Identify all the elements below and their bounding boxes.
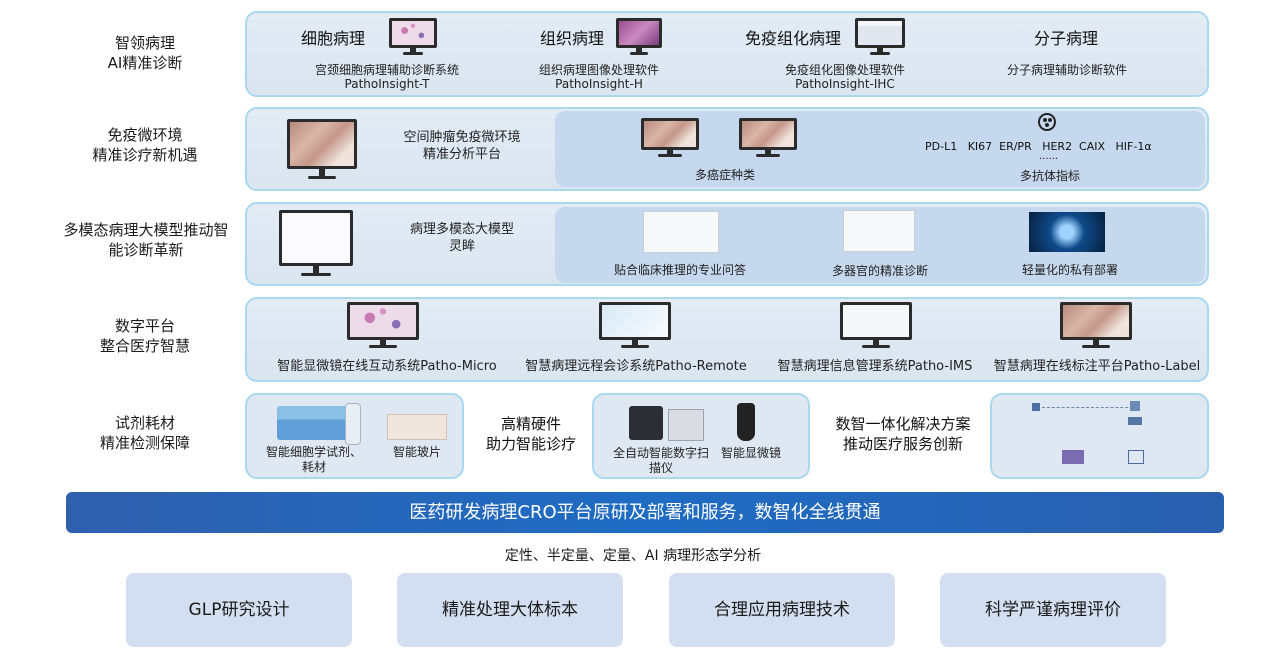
hardware-heading: 高精硬件 助力智能诊疗	[471, 414, 591, 454]
panel-solution-flow	[990, 393, 1209, 479]
tissue-monitor-icon	[641, 118, 699, 158]
scanner-label: 全自动智能数字扫 描仪	[606, 446, 716, 476]
feature-label: 多器官的精准诊断	[831, 264, 928, 278]
row-label-line: 精准诊疗新机遇	[92, 146, 198, 164]
platform-monitor-icon	[287, 119, 357, 183]
panel-digital-platform: 智能显微镜在线互动系统Patho-Micro 智慧病理远程会诊系统Patho-R…	[245, 297, 1209, 382]
flow-node-icon	[1128, 450, 1144, 464]
flow-node-icon	[1032, 403, 1040, 411]
subpanel-cancer-antibody: 多癌症种类 PD-L1 KI67 ER/PR HER2 CAIX HIF-1α …	[555, 111, 1205, 187]
product-title: 细胞病理	[301, 29, 366, 48]
scanner-label-line: 描仪	[648, 461, 673, 475]
solution-heading: 数智一体化解决方案 推动医疗服务创新	[818, 414, 988, 454]
microscope-label: 智能显微镜	[720, 446, 781, 460]
reagents-label: 智能细胞学试剂、 耗材	[249, 445, 379, 475]
platform-title-line: 空间肿瘤免疫微环境	[403, 130, 521, 145]
micro-monitor-icon	[347, 302, 419, 348]
product-name: PathoInsight-IHC	[795, 77, 895, 91]
panel-reagents: 智能细胞学试剂、 耗材 智能玻片	[245, 393, 464, 479]
histology-monitor-icon	[616, 18, 662, 56]
platform-title: 空间肿瘤免疫微环境 精准分析平台	[387, 129, 537, 163]
product-name: PathoInsight-H	[555, 77, 643, 91]
slide-box-icon	[387, 414, 447, 440]
label-monitor-icon	[1060, 302, 1132, 348]
analysis-subtitle: 定性、半定量、定量、AI 病理形态学分析	[504, 548, 762, 564]
row-label-digital-platform: 数字平台 整合医疗智慧	[50, 316, 240, 356]
qa-screenshot-icon	[643, 211, 719, 253]
scanner-icon	[629, 406, 663, 440]
system-label: 智慧病理信息管理系统Patho-IMS	[777, 359, 973, 374]
pillar-evaluation: 科学严谨病理评价	[940, 573, 1166, 647]
row-label-line: 精准检测保障	[99, 434, 190, 452]
product-title: 分子病理	[1034, 29, 1099, 48]
panel-hardware: 全自动智能数字扫 描仪 智能显微镜	[592, 393, 810, 479]
scanner-body-icon	[668, 409, 704, 441]
diagnosis-screenshot-icon	[843, 210, 915, 252]
ims-monitor-icon	[840, 302, 912, 348]
remote-monitor-icon	[599, 302, 671, 348]
marker-list: PD-L1 KI67 ER/PR HER2 CAIX HIF-1α	[925, 140, 1152, 153]
row-label-line: 免疫微环境	[107, 126, 183, 144]
product-title: 免疫组化病理	[745, 29, 842, 48]
pillar-glp: GLP研究设计	[126, 573, 352, 647]
model-title-line: 病理多模态大模型	[409, 222, 514, 237]
flow-node-icon	[1130, 401, 1140, 411]
antibody-label: 多抗体指标	[1019, 169, 1080, 183]
system-label: 智慧病理在线标注平台Patho-Label	[993, 359, 1201, 374]
deployment-tech-icon	[1029, 212, 1105, 252]
reagents-label-line: 智能细胞学试剂、	[265, 445, 362, 459]
row-label-line: 智领病理	[114, 34, 175, 52]
system-label: 智慧病理远程会诊系统Patho-Remote	[525, 359, 747, 374]
pillar-technique: 合理应用病理技术	[669, 573, 895, 647]
cro-banner: 医药研发病理CRO平台原研及部署和服务，数智化全线贯通	[66, 492, 1224, 533]
pillar-specimen: 精准处理大体标本	[397, 573, 623, 647]
row-label-line: 多模态病理大模型推动智	[63, 221, 229, 239]
product-desc: 宫颈细胞病理辅助诊断系统	[314, 63, 459, 77]
tissue-monitor-icon	[739, 118, 797, 158]
product-desc: 免疫组化图像处理软件	[784, 63, 905, 77]
model-monitor-icon	[279, 210, 353, 280]
row-label-line: 能诊断革新	[108, 241, 184, 259]
subpanel-model-features: 贴合临床推理的专业问答 多器官的精准诊断 轻量化的私有部署	[555, 207, 1205, 283]
ihc-monitor-icon	[855, 18, 905, 56]
cancer-types-label: 多癌症种类	[694, 168, 755, 182]
row-label-multimodal: 多模态病理大模型推动智 能诊断革新	[48, 220, 244, 260]
slide-label: 智能玻片	[392, 445, 441, 459]
reagent-bottle-icon	[345, 403, 361, 445]
feature-label: 轻量化的私有部署	[1021, 263, 1118, 277]
marker-ellipsis: ......	[1039, 151, 1059, 162]
antibody-icon	[1038, 113, 1056, 131]
reagents-label-line: 耗材	[301, 460, 326, 474]
model-title: 病理多模态大模型 灵眸	[392, 221, 532, 255]
product-desc: 分子病理辅助诊断软件	[1006, 63, 1127, 77]
row-label-reagents: 试剂耗材 精准检测保障	[50, 413, 240, 453]
row-label-line: AI精准诊断	[107, 54, 183, 72]
flow-line	[1042, 407, 1138, 409]
panel-multimodal-model: 病理多模态大模型 灵眸 贴合临床推理的专业问答 多器官的精准诊断 轻量化的私有部…	[245, 202, 1209, 286]
cytology-monitor-icon	[389, 18, 437, 56]
model-title-line: 灵眸	[448, 239, 475, 254]
product-title: 组织病理	[540, 29, 605, 48]
solution-heading-line: 推动医疗服务创新	[842, 435, 963, 453]
hardware-heading-line: 高精硬件	[500, 415, 561, 433]
platform-title-line: 精准分析平台	[422, 147, 501, 162]
hardware-heading-line: 助力智能诊疗	[485, 435, 576, 453]
solution-heading-line: 数智一体化解决方案	[835, 415, 971, 433]
row-label-line: 试剂耗材	[114, 414, 175, 432]
system-label: 智能显微镜在线互动系统Patho-Micro	[277, 359, 497, 374]
scanner-label-line: 全自动智能数字扫	[612, 446, 709, 460]
row-label-ai-diagnosis: 智领病理 AI精准诊断	[50, 33, 240, 73]
row-label-immune-microenv: 免疫微环境 精准诊疗新机遇	[50, 125, 240, 165]
flow-node-icon	[1128, 417, 1142, 425]
product-name: PathoInsight-T	[344, 77, 430, 91]
microscope-icon	[737, 403, 755, 441]
feature-label: 贴合临床推理的专业问答	[613, 263, 746, 277]
flow-node-icon	[1062, 450, 1084, 464]
panel-ai-pathology: 细胞病理 宫颈细胞病理辅助诊断系统 PathoInsight-T 组织病理 组织…	[245, 11, 1209, 97]
row-label-line: 整合医疗智慧	[99, 337, 190, 355]
row-label-line: 数字平台	[114, 317, 175, 335]
panel-immune-microenv: 空间肿瘤免疫微环境 精准分析平台 多癌症种类 PD-L1 KI67 ER/PR …	[245, 107, 1209, 191]
product-desc: 组织病理图像处理软件	[538, 63, 659, 77]
